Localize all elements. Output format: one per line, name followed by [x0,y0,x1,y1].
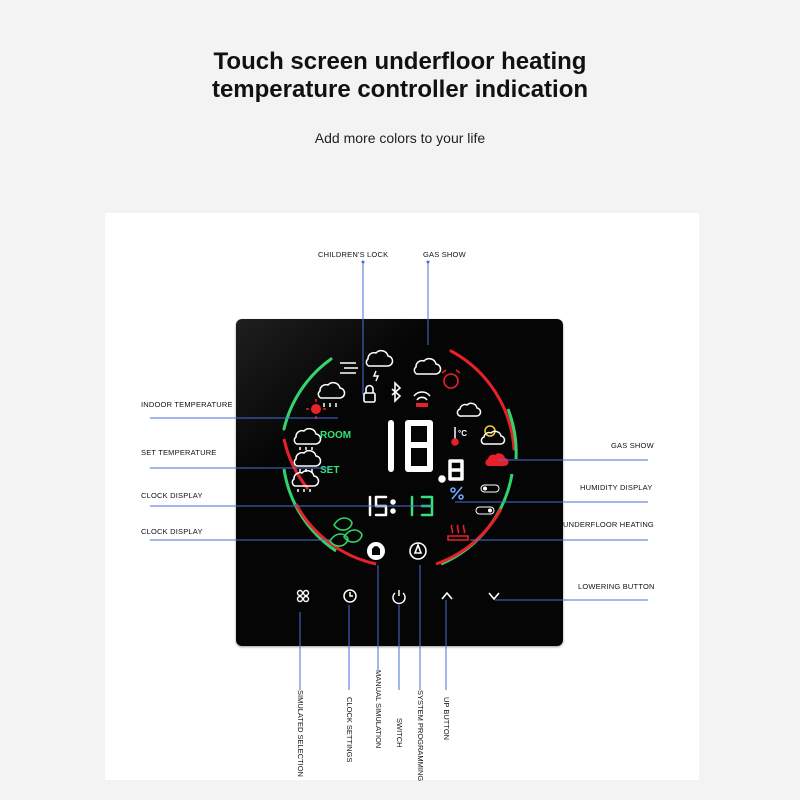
cloud-rain-icon [317,381,346,407]
title-line-2: temperature controller indication [211,76,589,103]
sun-icon [306,399,326,419]
clock-settings-button[interactable] [339,585,361,607]
humidity-percent-icon [450,486,464,500]
underfloor-heating-icon [447,524,469,541]
power-icon [392,590,406,605]
right-red-arc [449,349,516,451]
label-clock-display-1: CLOCK DISPLAY [141,491,203,500]
up-arrow-icon [441,591,453,600]
cloud-dots-icon [456,402,482,417]
down-button[interactable] [483,585,505,607]
bluetooth-icon [391,381,402,403]
main-digit-2 [405,420,433,472]
cloud-storm-icon [291,469,320,492]
label-clock-settings: CLOCK SETTINGS [345,697,354,763]
red-cloud-icon [485,453,509,467]
program-gear-icon [409,542,427,560]
right-green-arc [506,408,518,460]
wind-icon [340,362,358,374]
set-label: SET [320,465,340,476]
mode-icon [296,589,310,603]
thermostat-panel: ROOM SET °C [236,319,563,646]
eco-leaf-icon [329,517,363,547]
label-manual-simulation: MANUAL SIMULATION [374,670,383,749]
label-switch: SWITCH [395,718,404,748]
left-green-arc [282,357,333,431]
page-subtitle: Add more colors to your life [314,130,486,146]
clock-hours-digits [368,495,396,517]
label-system-programming: SYSTEM PROGRAMMING [416,690,425,782]
label-set-temperature: SET TEMPERATURE [141,448,217,457]
label-gas-show-top: GAS SHOW [423,250,466,259]
page-title: Touch screen underfloor heating temperat… [0,48,800,104]
lock-icon [363,384,376,403]
thermometer-icon [451,427,459,446]
clock-minutes-digits [410,495,434,517]
cloud-icon-1 [293,427,322,450]
off-badge-icon [480,484,500,493]
right-lower-red-arc [435,508,503,566]
hand-icon [367,542,385,560]
power-button[interactable] [388,585,410,607]
up-button[interactable] [436,585,458,607]
room-label: ROOM [320,430,352,441]
label-clock-display-2: CLOCK DISPLAY [141,527,203,536]
label-indoor-temperature: INDOOR TEMPERATURE [141,400,233,409]
wifi-icon [413,391,431,407]
title-line-1: Touch screen underfloor heating [213,48,587,75]
sun-cloud-icon [480,425,506,445]
celsius-label: °C [458,429,467,438]
cloud-lightning-icon [365,349,394,382]
label-up-button: UP BUTTON [442,697,451,741]
label-simulated-selection: SIMULATED SELECTION [296,690,305,777]
left-lower-red-arc [294,503,377,566]
on-badge-icon [475,506,495,515]
clock-icon [343,589,357,603]
label-childrens-lock: CHILDREN'S LOCK [318,250,389,259]
display-graphics [282,349,518,566]
down-arrow-icon [488,592,500,601]
alarm-clock-icon [441,369,461,389]
label-underfloor-heating: UNDERFLOOR HEATING [563,520,654,529]
cloud-snow-icon [293,449,322,472]
label-gas-show-right: GAS SHOW [611,441,654,450]
label-humidity-display: HUMIDITY DISPLAY [580,483,653,492]
mode-button[interactable] [292,585,314,607]
gas-cloud-icon [413,357,442,375]
decimal-digit [438,459,464,483]
right-lower-green-arc [440,473,514,566]
label-lowering-button: LOWERING BUTTON [578,582,655,591]
